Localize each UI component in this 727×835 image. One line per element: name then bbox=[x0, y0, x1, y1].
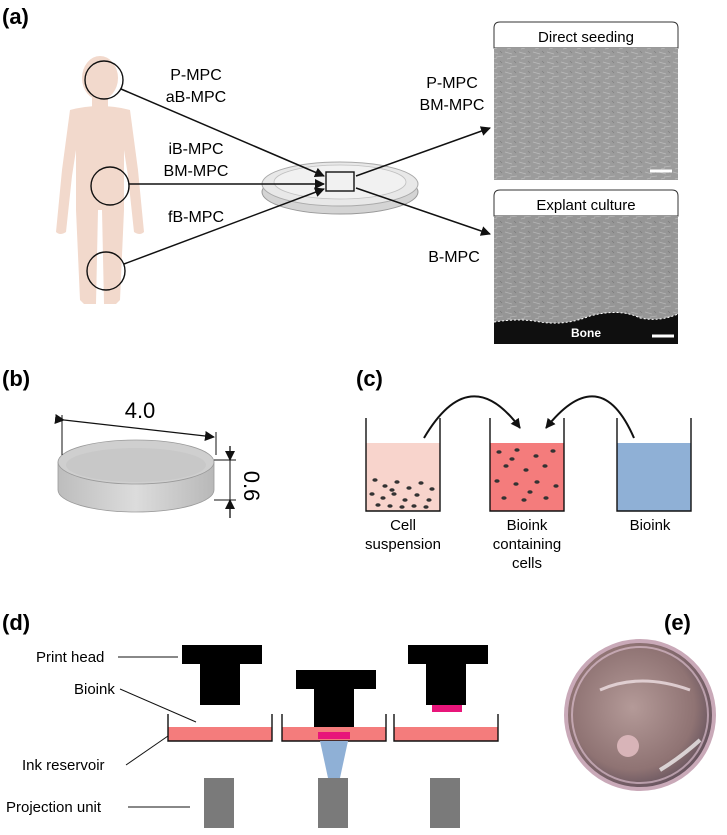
label-print-head: Print head bbox=[36, 649, 104, 666]
label-projection-unit: Projection unit bbox=[6, 799, 102, 816]
source-label-1b: aB-MPC bbox=[166, 89, 226, 106]
sample-site-circle-hip bbox=[90, 166, 130, 206]
well3-label-1: Bioink bbox=[630, 517, 671, 534]
source-label-3: fB-MPC bbox=[168, 209, 224, 226]
print-stage-1 bbox=[167, 645, 273, 828]
label-bioink: Bioink bbox=[74, 681, 115, 698]
bone-region bbox=[494, 312, 678, 344]
print-head-2 bbox=[296, 670, 376, 730]
panel-label-e: (e) bbox=[664, 610, 691, 635]
micrograph-direct-seeding bbox=[493, 21, 679, 180]
well1-label-1: Cell bbox=[390, 517, 416, 534]
dish-focus-box bbox=[325, 171, 355, 192]
arrow-out-bottom bbox=[355, 187, 491, 236]
label-ink-reservoir: Ink reservoir bbox=[22, 757, 105, 774]
projection-light-beam bbox=[320, 741, 348, 778]
source-label-1a: P-MPC bbox=[170, 67, 222, 84]
arrow-out-top bbox=[355, 126, 491, 177]
projection-unit-1 bbox=[204, 778, 234, 828]
panel-label-b: (b) bbox=[2, 366, 30, 391]
well-bioink-containing-cells bbox=[489, 418, 565, 512]
printed-scaffold-photo bbox=[564, 639, 716, 791]
petri-dish bbox=[261, 161, 419, 215]
micrograph-top-title: Direct seeding bbox=[538, 29, 634, 46]
micrograph-bottom-title: Explant culture bbox=[536, 197, 635, 214]
projection-unit-2 bbox=[318, 778, 348, 828]
diameter-dimension-line bbox=[54, 414, 215, 441]
sample-site-circle-knee bbox=[86, 251, 126, 291]
micrograph-explant-culture bbox=[493, 189, 679, 344]
scaffold-disc bbox=[57, 439, 215, 513]
out-label-top-1: P-MPC bbox=[426, 75, 478, 92]
print-stage-2 bbox=[281, 670, 387, 828]
arrow-source-1 bbox=[120, 88, 325, 178]
height-value: 0.6 bbox=[239, 471, 264, 502]
sample-site-circle-shoulder bbox=[84, 60, 124, 100]
out-label-bottom: B-MPC bbox=[428, 249, 480, 266]
panel-label-a: (a) bbox=[2, 4, 29, 29]
curved-arrow-left bbox=[423, 395, 521, 439]
panel-label-d: (d) bbox=[2, 610, 30, 635]
out-label-top-2: BM-MPC bbox=[420, 97, 485, 114]
well-bioink bbox=[616, 418, 692, 512]
projection-unit-3 bbox=[430, 778, 460, 828]
source-label-2b: BM-MPC bbox=[164, 163, 229, 180]
well1-label-2: suspension bbox=[365, 536, 441, 553]
printed-construct bbox=[432, 705, 462, 712]
ink-reservoir-3 bbox=[393, 714, 499, 742]
source-label-2a: iB-MPC bbox=[168, 141, 223, 158]
diameter-value: 4.0 bbox=[125, 398, 156, 423]
curved-arrow-right bbox=[545, 395, 635, 439]
print-head-3 bbox=[408, 645, 488, 705]
well-cell-suspension bbox=[365, 418, 441, 512]
well2-label-3: cells bbox=[512, 555, 542, 572]
print-head-1 bbox=[182, 645, 262, 705]
panel-label-c: (c) bbox=[356, 366, 383, 391]
bone-label: Bone bbox=[571, 326, 601, 340]
arrow-source-3 bbox=[123, 187, 325, 265]
well2-label-1: Bioink bbox=[507, 517, 548, 534]
print-stage-3 bbox=[393, 645, 499, 828]
well2-label-2: containing bbox=[493, 536, 561, 553]
ink-reservoir-1 bbox=[167, 714, 273, 742]
